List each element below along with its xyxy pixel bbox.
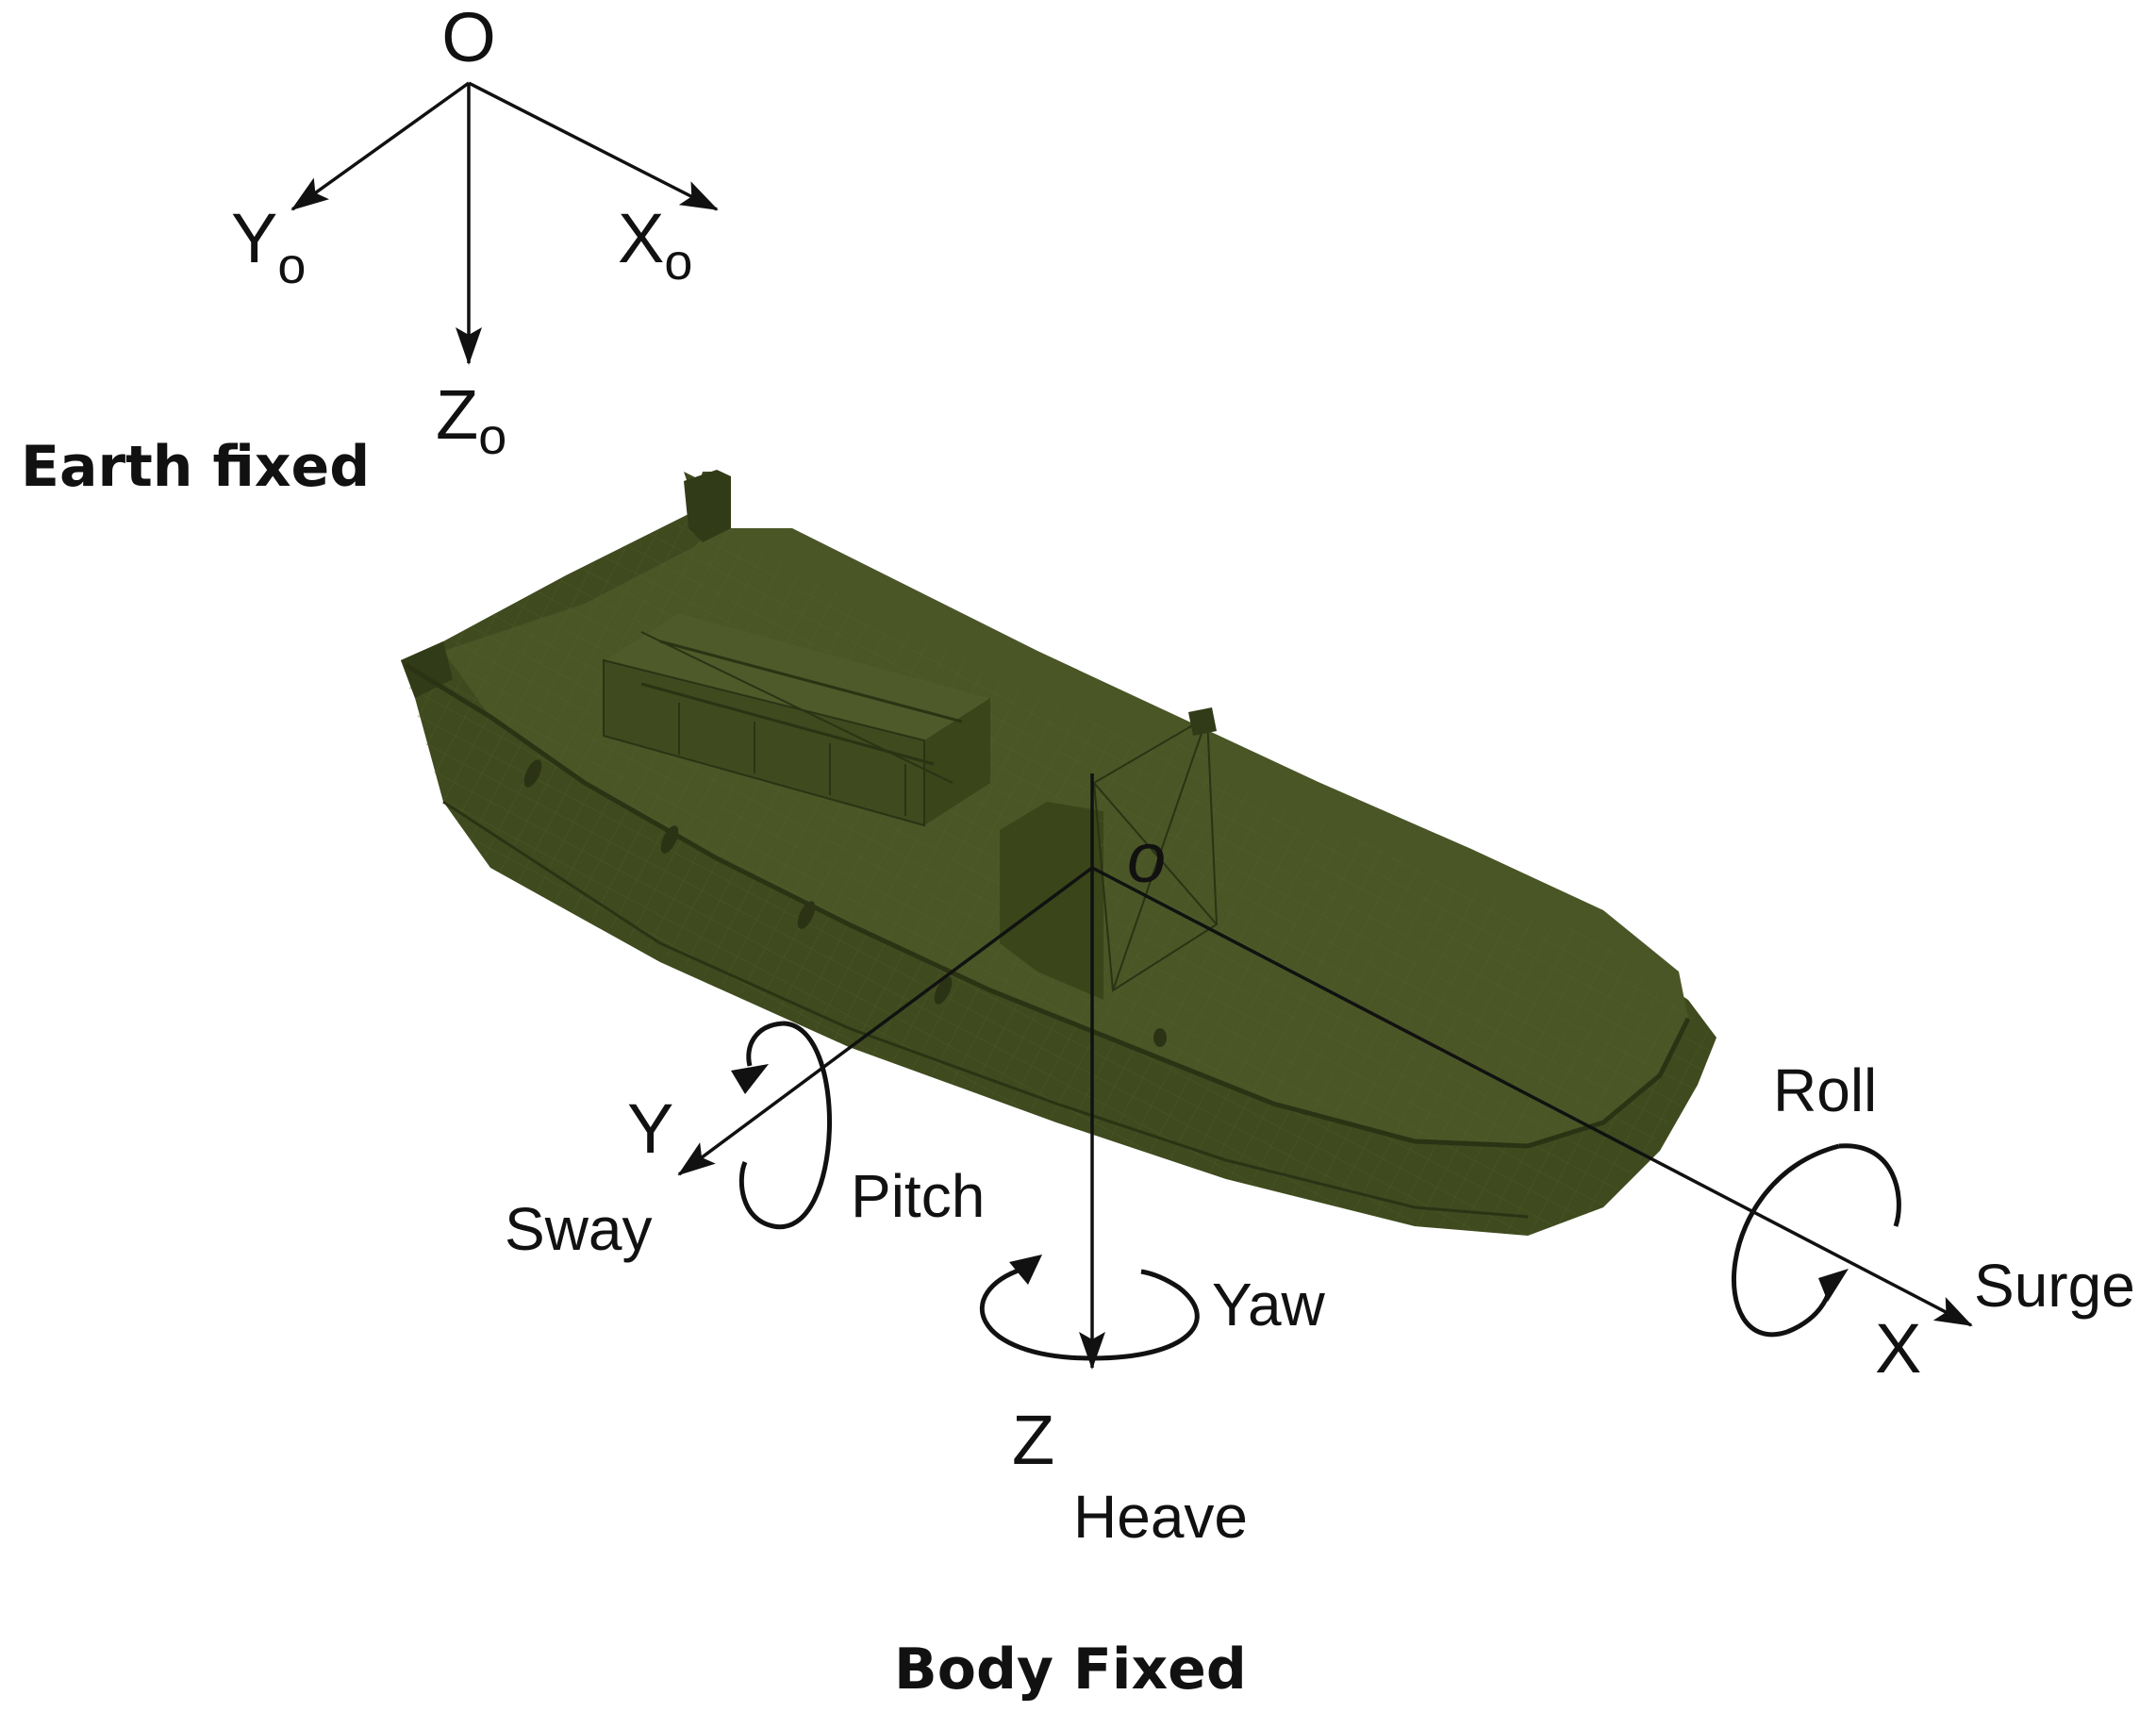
earth-origin-label: O xyxy=(441,0,496,76)
body-y-label: Y xyxy=(627,1089,673,1168)
pitch-label: Pitch xyxy=(851,1162,985,1230)
body-fixed-caption: Body Fixed xyxy=(894,1637,1247,1703)
earth-fixed-caption: Earth fixed xyxy=(21,434,370,500)
earth-y-axis-arrow xyxy=(290,81,471,211)
boat-hull-illustration xyxy=(401,470,1717,1236)
body-x-label: X xyxy=(1875,1309,1921,1388)
roll-label: Roll xyxy=(1773,1056,1877,1124)
sway-label: Sway xyxy=(505,1195,653,1263)
body-origin-label: o xyxy=(1127,819,1166,897)
hull-fenders xyxy=(523,759,1167,1047)
earth-y-label: Yo xyxy=(231,199,306,294)
stern-transom xyxy=(684,470,731,542)
deck-cargo-box xyxy=(603,613,990,827)
body-z-label: Z xyxy=(1012,1401,1054,1479)
heave-label: Heave xyxy=(1073,1483,1248,1551)
earth-fixed-frame: O Xo Yo Zo Earth fixed xyxy=(21,0,719,500)
body-y-axis-arrow xyxy=(677,866,1094,1176)
roll-rotation-arrow xyxy=(1731,1143,1840,1338)
deck-console xyxy=(1000,707,1219,1000)
yaw-rotation-arrow xyxy=(980,1266,1200,1361)
yaw-label: Yaw xyxy=(1212,1271,1326,1338)
earth-x-label: Xo xyxy=(618,199,692,291)
surge-label: Surge xyxy=(1974,1252,2135,1320)
body-x-axis-arrow xyxy=(1091,866,1973,1327)
earth-z-label: Zo xyxy=(436,375,506,465)
earth-x-axis-arrow xyxy=(468,81,719,211)
body-fixed-frame: o X Surge Roll Y Sway Pitch Z Heave Yaw … xyxy=(505,773,2135,1703)
pitch-rotation-arrow xyxy=(738,1021,832,1229)
